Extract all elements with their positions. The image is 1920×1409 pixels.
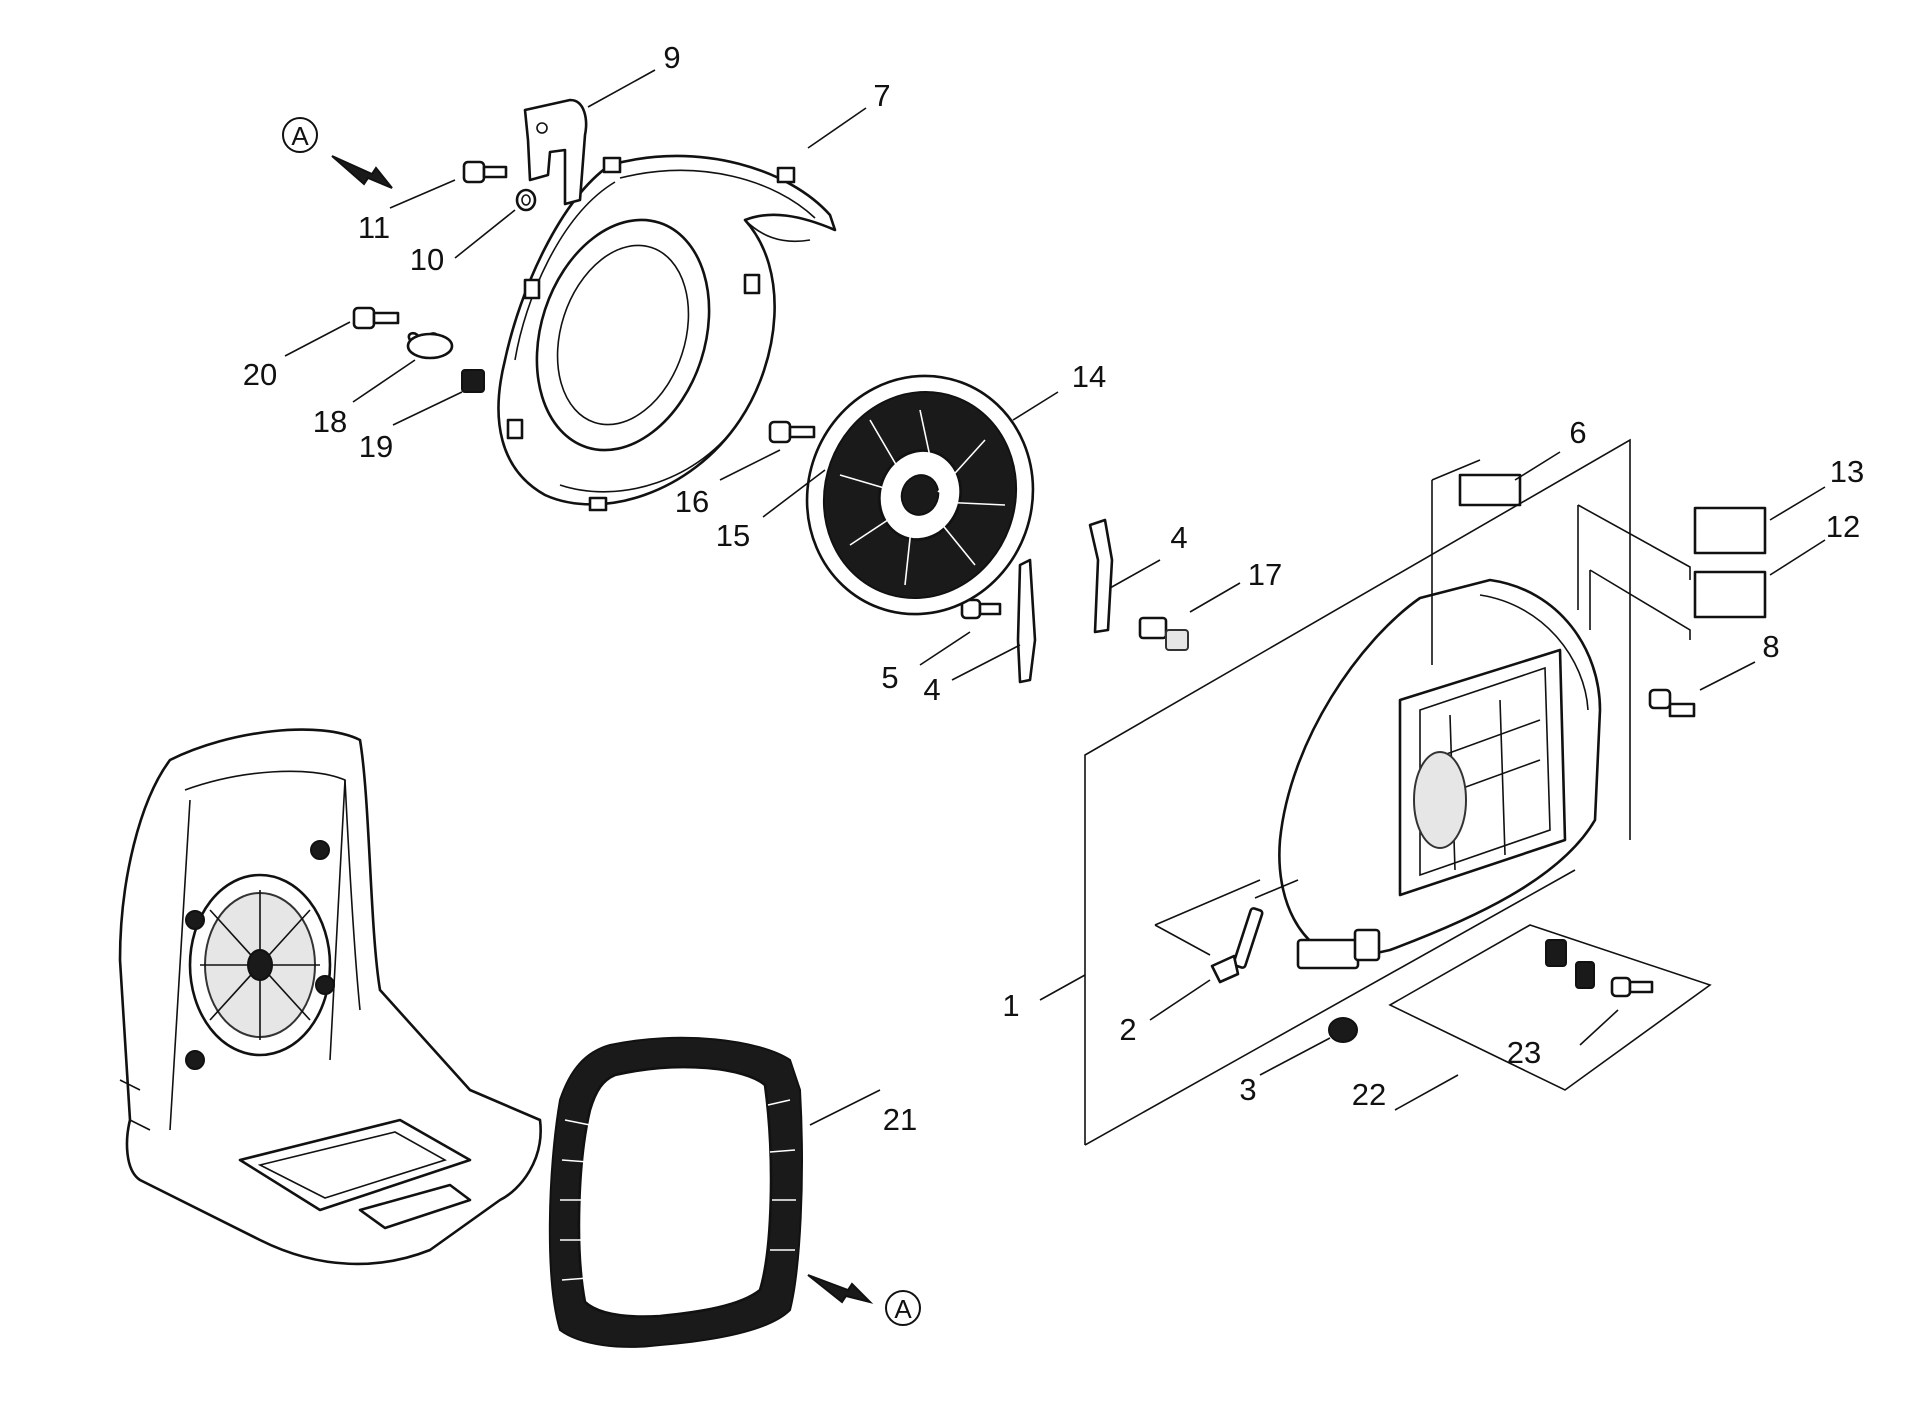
callout-16: 16: [675, 484, 709, 519]
callout-15: 15: [716, 518, 750, 553]
bolt-11: [462, 160, 508, 184]
assembly-box-2: [1154, 879, 1261, 956]
callout-7: 7: [873, 78, 890, 113]
fan-housing-cover: [497, 154, 837, 512]
callout-5: 5: [881, 660, 898, 695]
bolt-8: [1648, 688, 1696, 718]
frame-ring: [548, 1036, 803, 1348]
callout-19: 19: [359, 429, 393, 464]
callout-8: 8: [1762, 629, 1779, 664]
callout-13: 13: [1830, 454, 1864, 489]
callout-22: 22: [1352, 1077, 1386, 1112]
callout-11: 11: [358, 210, 390, 245]
callout-3: 3: [1239, 1072, 1256, 1107]
callout-10: 10: [410, 242, 444, 277]
bolt-16: [768, 420, 816, 444]
plug-3: [1328, 1017, 1358, 1043]
bolt-20: [352, 306, 400, 330]
label-sticker-6: [1458, 473, 1522, 507]
fitting-2: [1210, 907, 1264, 984]
callout-2: 2: [1119, 1012, 1136, 1047]
label-sticker-12: [1693, 570, 1767, 619]
fan-impeller: [805, 374, 1035, 616]
callout-20: 20: [243, 357, 277, 392]
view-marker-bottom-text: A: [894, 1294, 912, 1324]
view-marker-bottom: A: [807, 1274, 921, 1326]
spring-18: [406, 331, 454, 360]
fan-case: [1278, 578, 1602, 970]
assembly-box-22: [1388, 924, 1712, 1091]
callout-9: 9: [663, 40, 680, 75]
washer-10: [515, 188, 537, 212]
callout-23: 23: [1507, 1035, 1541, 1070]
view-marker-top-text: A: [291, 121, 309, 151]
clip-22: [1545, 939, 1595, 989]
callout-18: 18: [313, 404, 347, 439]
view-marker-top: A: [282, 117, 393, 189]
leader-lines: [284, 69, 1826, 1126]
callout-4-right: 4: [1170, 520, 1187, 555]
callout-14: 14: [1072, 359, 1106, 394]
back-frame: [118, 728, 542, 1266]
callout-12: 12: [1826, 509, 1860, 544]
label-sticker-13: [1693, 506, 1767, 555]
bracket: [523, 98, 588, 206]
assembly-box-1: [1084, 438, 1691, 1146]
callout-1: 1: [1002, 988, 1019, 1023]
callout-4-left: 4: [923, 672, 940, 707]
collar-19: [461, 369, 485, 393]
fitting-17: [1138, 616, 1189, 651]
strip-4-right: [1088, 518, 1114, 634]
screw-23: [1610, 976, 1654, 998]
callout-6: 6: [1569, 415, 1586, 450]
callout-21: 21: [883, 1102, 917, 1137]
strip-4-left: [1016, 558, 1037, 684]
bolt-5: [960, 598, 1002, 620]
callout-labels: 9 7 11 10 20 18 19 14 16 15 6 13 12 4 17…: [243, 40, 1864, 1137]
callout-17: 17: [1248, 557, 1282, 592]
